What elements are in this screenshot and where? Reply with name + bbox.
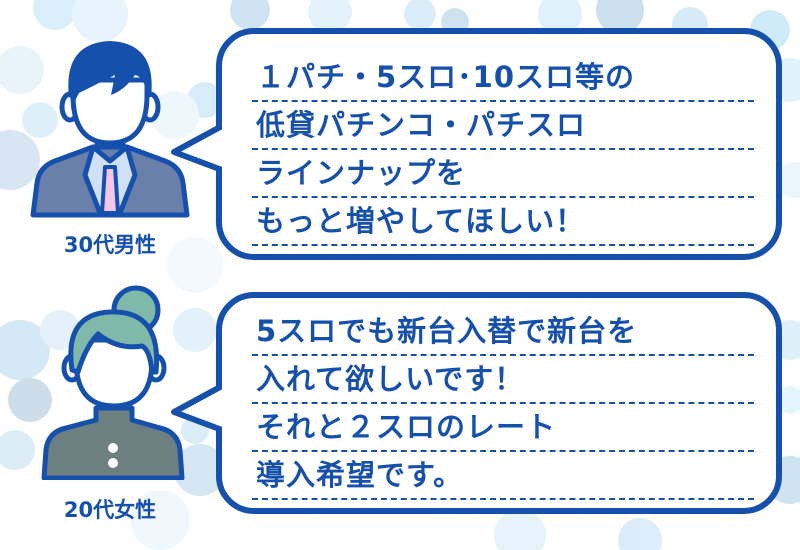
- speech-line: 低貸パチンコ・パチスロ: [252, 102, 754, 150]
- speech-bubble: １パチ・5スロ･10スロ等の 低貸パチンコ・パチスロ ラインナップを もっと増や…: [216, 28, 782, 260]
- speech-line: 入れて欲しいです！: [252, 356, 754, 404]
- speech-line: もっと増やしてほしい！: [252, 198, 754, 246]
- speech-line: それと２スロのレート: [252, 404, 754, 452]
- speech-line: 導入希望です。: [252, 452, 754, 500]
- speech-line: 5スロでも新台入替で新台を: [252, 308, 754, 356]
- speech-lines: 5スロでも新台入替で新台を 入れて欲しいです！ それと２スロのレート 導入希望で…: [252, 308, 754, 500]
- speech-bubble-tail: [171, 382, 228, 436]
- woman-avatar-icon: [41, 285, 185, 480]
- speech-line: １パチ・5スロ･10スロ等の: [252, 54, 754, 102]
- businessman-avatar-icon: [30, 41, 190, 218]
- speech-bubble: 5スロでも新台入替で新台を 入れて欲しいです！ それと２スロのレート 導入希望で…: [216, 292, 782, 514]
- person-label: 20代女性: [63, 498, 157, 522]
- speech-lines: １パチ・5スロ･10スロ等の 低貸パチンコ・パチスロ ラインナップを もっと増や…: [252, 54, 754, 246]
- speech-bubble-tail: [171, 122, 228, 176]
- speech-line: ラインナップを: [252, 150, 754, 198]
- person-label: 30代男性: [63, 233, 157, 257]
